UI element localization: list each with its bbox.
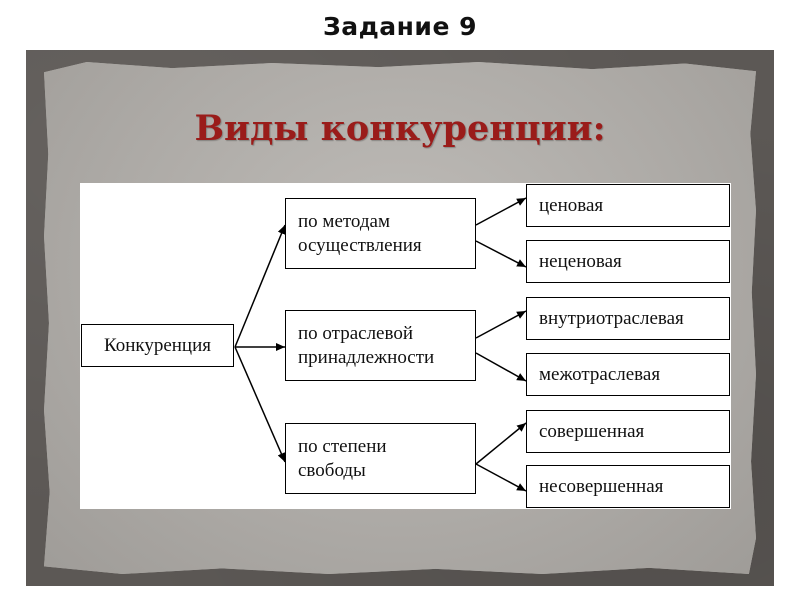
group-node-2-line-2: принадлежности [298, 346, 435, 368]
arrow-group-2-to-child-1 [475, 310, 527, 339]
leaf-node-5: совершенная [526, 410, 730, 453]
group-node-3: по степени свободы [285, 423, 476, 494]
diagram-panel: Конкуренция по методам осуществления по … [80, 183, 731, 509]
arrow-root-to-group-1 [234, 224, 286, 348]
arrow-group-3-to-child-1 [475, 422, 527, 465]
group-node-2-line-1: по отраслевой [298, 322, 413, 344]
slide-title: Виды конкуренции: [194, 108, 606, 149]
group-node-3-line-1: по степени [298, 435, 387, 457]
diagram-connectors [234, 197, 527, 492]
arrow-group-3-to-child-2 [475, 463, 527, 492]
group-node-1: по методам осуществления [285, 198, 476, 269]
leaf-node-6: несовершенная [526, 465, 730, 508]
leaf-node-1: ценовая [526, 184, 730, 227]
arrow-group-1-to-child-2 [475, 240, 527, 268]
leaf-node-4: межотраслевая [526, 353, 730, 396]
arrow-group-1-to-child-1 [475, 197, 527, 226]
page-title: Задание 9 [322, 12, 478, 41]
root-node: Конкуренция [81, 324, 234, 367]
group-node-1-line-2: осуществления [298, 234, 422, 256]
leaf-node-3: внутриотраслевая [526, 297, 730, 340]
arrow-group-2-to-child-2 [475, 352, 527, 382]
arrow-root-to-group-3 [234, 346, 286, 463]
leaf-node-2: неценовая [526, 240, 730, 283]
group-node-2: по отраслевой принадлежности [285, 310, 476, 381]
group-node-1-line-1: по методам [298, 210, 391, 232]
group-node-3-line-2: свободы [298, 459, 366, 481]
